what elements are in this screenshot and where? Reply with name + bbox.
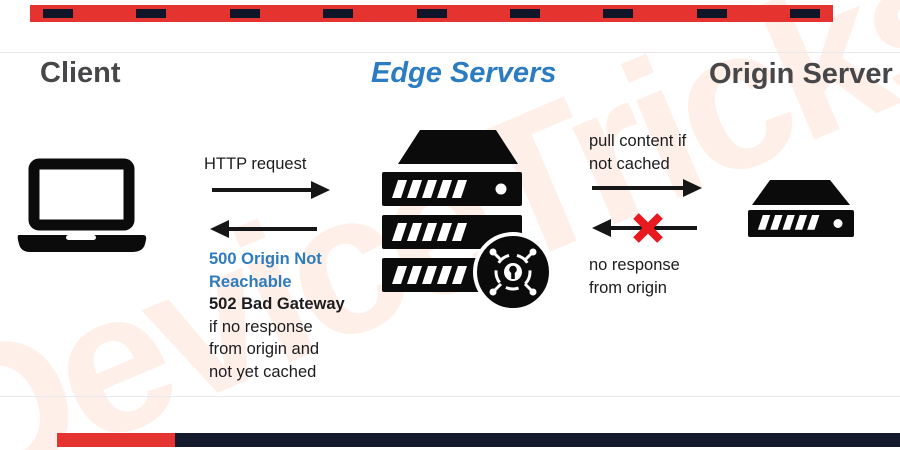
edge-servers-title: Edge Servers xyxy=(371,57,557,89)
pull-line: pull content if xyxy=(589,132,687,150)
filmstrip-hole xyxy=(696,9,727,18)
cdn-lock-badge-icon xyxy=(473,232,553,310)
filmstrip-hole xyxy=(136,9,167,18)
pull-line: not cached xyxy=(589,154,670,173)
filmstrip-hole xyxy=(509,9,540,18)
origin-server-title: Origin Server xyxy=(709,58,893,90)
filmstrip-hole xyxy=(416,9,447,18)
laptop-icon xyxy=(17,158,147,252)
filmstrip-hole xyxy=(43,9,73,18)
origin-server-icon xyxy=(748,180,854,237)
client-title: Client xyxy=(40,57,121,89)
note-line: not yet cached xyxy=(209,362,317,381)
pull-arrow-right xyxy=(592,179,702,197)
bottom-bar-red-segment xyxy=(57,433,175,447)
note-line: from origin and xyxy=(209,340,320,358)
filmstrip-hole xyxy=(229,9,260,18)
bottom-navy-bar xyxy=(57,433,900,447)
error-status-block: 500 Origin Not Reachable 502 Bad Gateway… xyxy=(209,248,345,383)
filmstrip-hole xyxy=(603,9,634,18)
note-line: if no response xyxy=(209,317,313,336)
filmstrip-hole xyxy=(323,9,354,18)
filmstrip-hole xyxy=(790,9,820,18)
red-x-blocked-icon xyxy=(633,213,663,243)
top-divider-line xyxy=(0,52,900,53)
http-request-label: HTTP request xyxy=(204,155,307,173)
status-500-line2: Reachable xyxy=(209,272,292,291)
no-response-label: no response from origin xyxy=(589,254,680,299)
noresp-line: from origin xyxy=(589,278,667,297)
noresp-line: no response xyxy=(589,256,680,274)
pull-content-label: pull content if not cached xyxy=(589,130,686,175)
status-502-line: 502 Bad Gateway xyxy=(209,295,345,313)
response-arrow-left xyxy=(210,220,317,238)
request-arrow-right xyxy=(212,181,330,199)
top-filmstrip-bar xyxy=(30,5,833,22)
edge-server-rack-icon xyxy=(382,130,553,310)
status-500-line1: 500 Origin Not xyxy=(209,250,322,268)
bottom-divider-line xyxy=(0,396,900,397)
